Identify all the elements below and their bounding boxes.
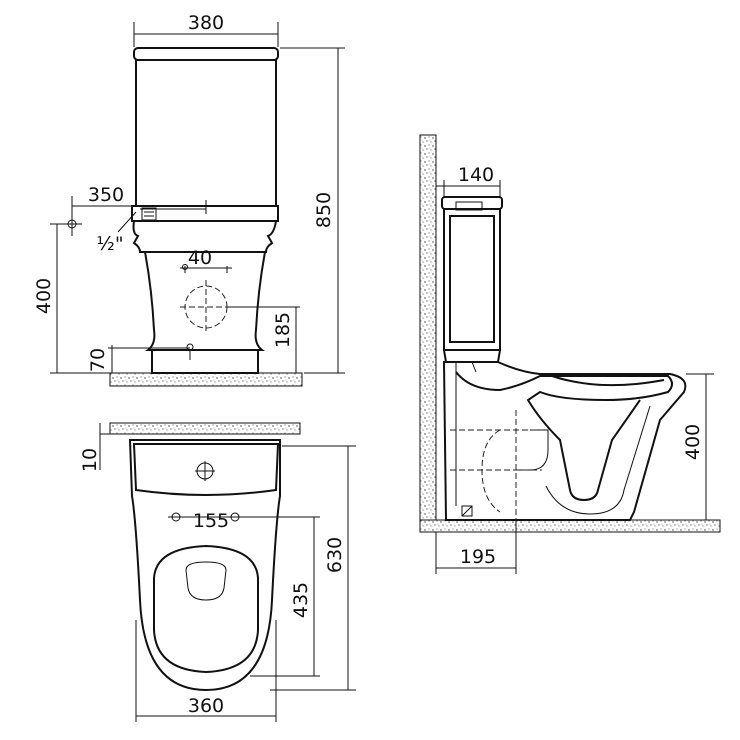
seat-depth-label: 435 [290, 582, 312, 618]
side-cistern [441, 196, 503, 363]
front-width-dimension: 380 [133, 12, 279, 47]
top-wall [109, 422, 301, 435]
top-bowl-outline [128, 439, 281, 692]
front-pedestal [132, 220, 278, 374]
front-height-dimension: 850 [280, 47, 345, 374]
front-view: 380 850 350 ½" 400 [33, 12, 345, 387]
toilet-seat [153, 544, 259, 674]
front-floor [109, 372, 303, 387]
outlet-offset-dimension: 195 [435, 520, 517, 574]
front-width-label: 380 [188, 12, 224, 34]
front-inlet-offset-label: 350 [88, 184, 124, 206]
side-bowl [442, 361, 687, 521]
front-cistern [131, 47, 279, 222]
rim-height-dimension: 400 [682, 373, 714, 520]
outlet-spacing-dimension: 40 [180, 247, 232, 269]
depth-dimension: 630 [270, 445, 356, 691]
seat-depth-dimension: 435 [240, 516, 320, 677]
front-inlet-height-dimension: 400 [33, 223, 110, 374]
inlet-height-label: 400 [33, 278, 55, 314]
top-width-dimension: 360 [135, 620, 277, 722]
side-floor [419, 519, 721, 533]
side-wall [419, 134, 437, 526]
outlet-offset-label: 195 [460, 546, 496, 568]
depth-label: 630 [324, 537, 346, 573]
seat-opening [185, 561, 227, 601]
wall-gap-dimension: 10 [79, 423, 130, 472]
top-width-label: 360 [188, 695, 224, 717]
outlet-spacing-label: 40 [188, 247, 212, 269]
side-view: 140 195 400 [419, 134, 721, 574]
fixing-spacing-label: 155 [193, 510, 229, 532]
top-view: 155 10 630 435 360 [79, 422, 356, 722]
base-height-dimension: 70 [87, 345, 190, 373]
wall-gap-label: 10 [79, 448, 101, 472]
top-cistern [132, 443, 280, 496]
cistern-depth-dimension: 140 [436, 164, 501, 197]
outlet-height-label: 185 [272, 312, 294, 348]
inlet-thread-label: ½" [96, 233, 123, 255]
front-height-label: 850 [313, 192, 335, 228]
base-height-label: 70 [87, 348, 109, 372]
rim-height-label: 400 [682, 424, 704, 460]
outlet-height-dimension: 185 [228, 306, 300, 373]
cistern-depth-label: 140 [458, 164, 494, 186]
